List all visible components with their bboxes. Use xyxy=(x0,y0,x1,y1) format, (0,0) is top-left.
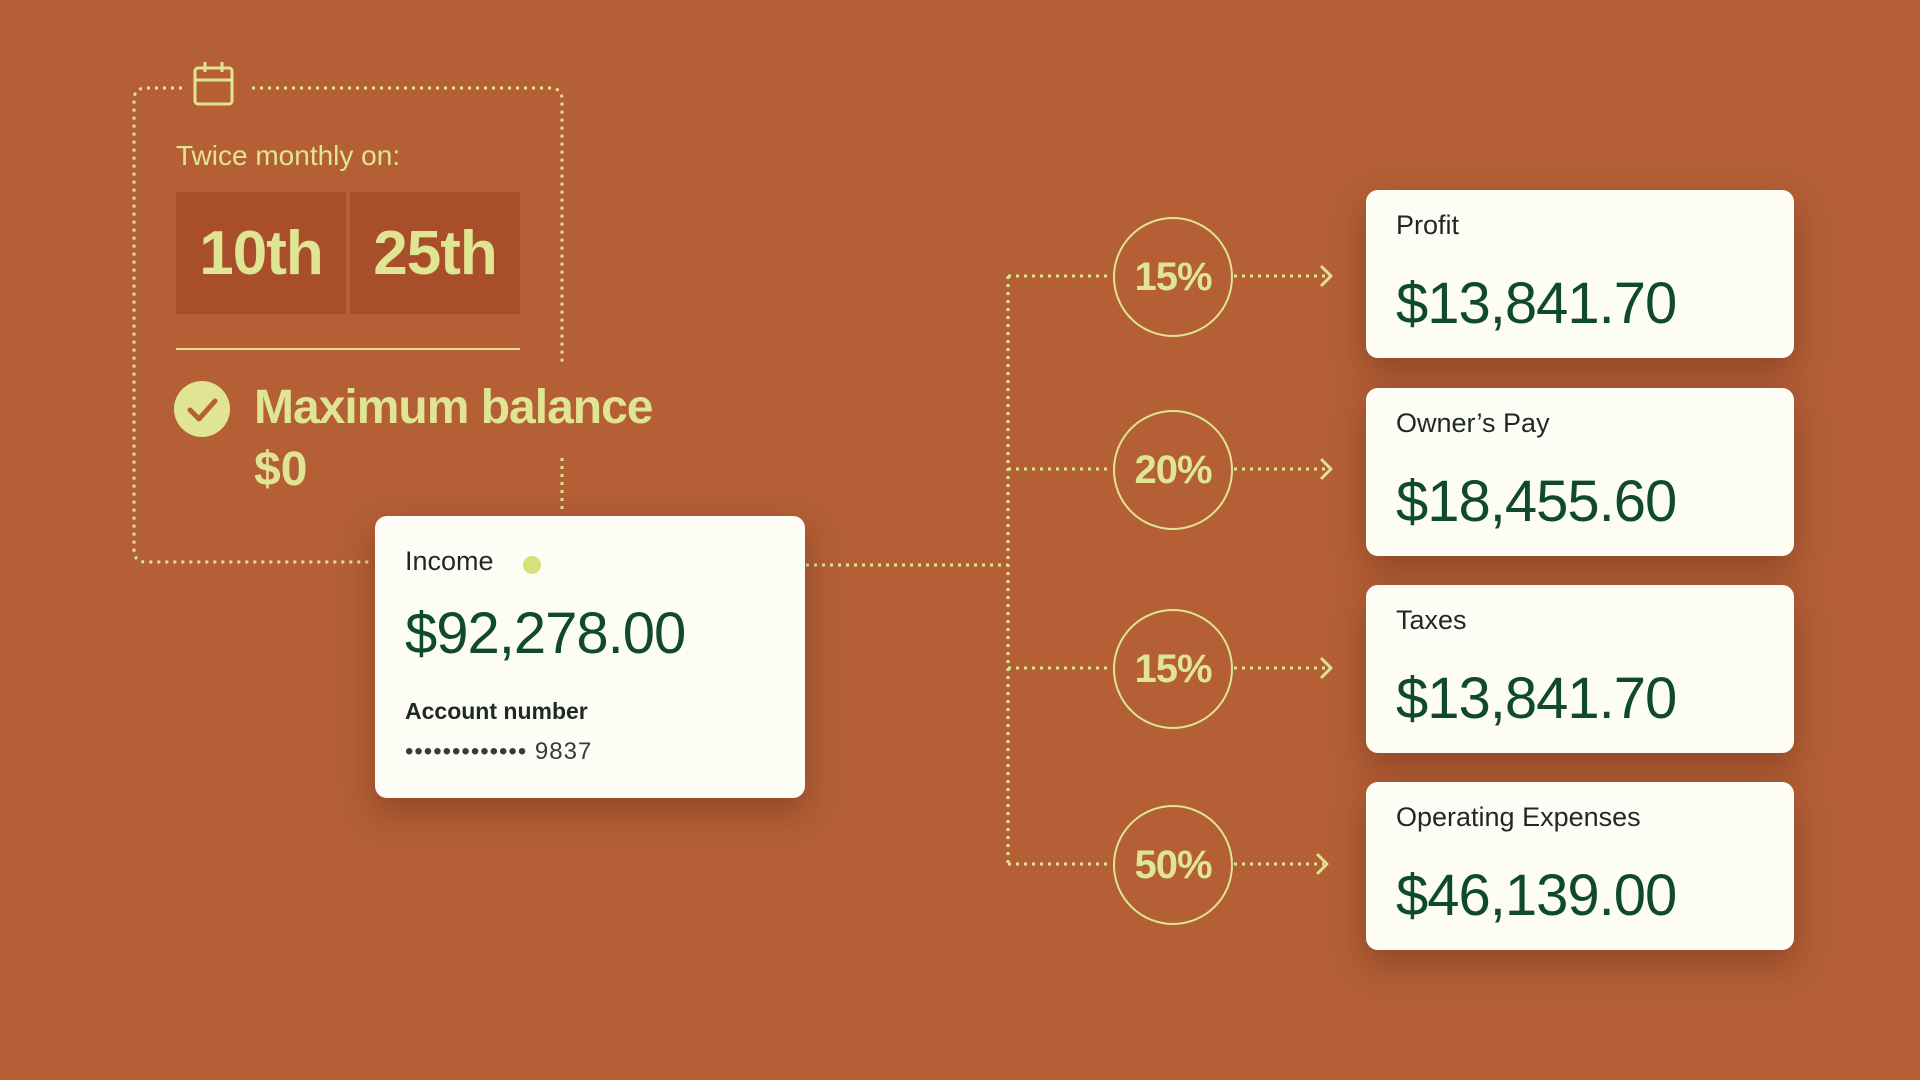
allocation-percent-profit: 15% xyxy=(1113,217,1233,337)
account-number-value: ••••••••••••• 9837 xyxy=(405,738,593,765)
schedule-day: 10th xyxy=(176,192,346,314)
connector-dot xyxy=(523,556,541,574)
check-icon xyxy=(174,381,230,437)
bucket-card-profit[interactable]: Profit $13,841.70 xyxy=(1366,190,1794,358)
allocation-percent-taxes: 15% xyxy=(1113,609,1233,729)
arrow-head-taxes xyxy=(1320,657,1333,679)
allocation-percent-operating: 50% xyxy=(1113,805,1233,925)
divider xyxy=(176,348,520,350)
bucket-title: Operating Expenses xyxy=(1396,802,1641,832)
arrow-head-profit xyxy=(1320,265,1333,287)
bucket-card-operating-expenses[interactable]: Operating Expenses $46,139.00 xyxy=(1366,782,1794,950)
income-card[interactable]: Income $92,278.00 Account number •••••••… xyxy=(375,516,805,798)
bucket-title: Profit xyxy=(1396,210,1460,240)
schedule-day: 25th xyxy=(350,192,520,314)
schedule-frame-top-right xyxy=(252,86,564,364)
max-balance-label: Maximum balance xyxy=(254,381,653,434)
bucket-title: Taxes xyxy=(1396,605,1467,635)
schedule-frame xyxy=(132,86,372,564)
arrow-head-owners-pay xyxy=(1320,458,1333,480)
bucket-amount: $13,841.70 xyxy=(1396,271,1677,336)
bucket-card-taxes[interactable]: Taxes $13,841.70 xyxy=(1366,585,1794,753)
bucket-amount: $13,841.70 xyxy=(1396,666,1677,731)
income-amount: $92,278.00 xyxy=(405,601,686,666)
account-number-label: Account number xyxy=(405,698,588,724)
schedule-label: Twice monthly on: xyxy=(176,140,401,171)
calendar-icon xyxy=(193,62,234,106)
max-balance-value: $0 xyxy=(254,443,308,496)
bucket-amount: $46,139.00 xyxy=(1396,863,1677,928)
schedule-days: 10th 25th xyxy=(176,192,520,314)
bucket-title: Owner’s Pay xyxy=(1396,408,1550,438)
arrow-head-operating xyxy=(1316,853,1329,875)
allocation-percent-owners-pay: 20% xyxy=(1113,410,1233,530)
bucket-amount: $18,455.60 xyxy=(1396,469,1677,534)
income-title: Income xyxy=(405,546,494,576)
bucket-card-owners-pay[interactable]: Owner’s Pay $18,455.60 xyxy=(1366,388,1794,556)
